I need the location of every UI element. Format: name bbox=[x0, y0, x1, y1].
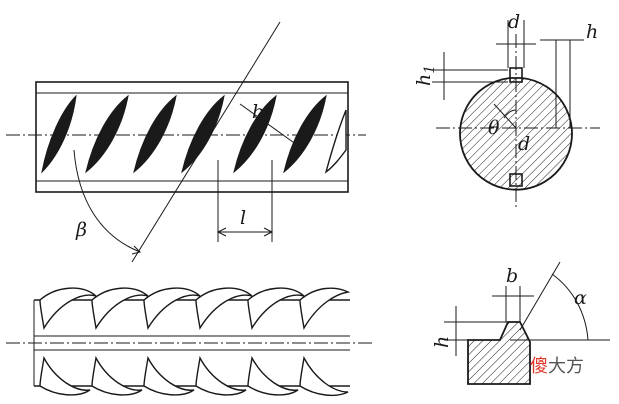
cross-section-view: d h h1 θ d bbox=[413, 11, 600, 210]
rib bbox=[283, 94, 327, 174]
alpha-arc bbox=[551, 273, 589, 341]
bottom-rib-profile bbox=[509, 173, 523, 187]
l-label: l bbox=[240, 207, 246, 229]
rib bbox=[133, 94, 177, 174]
crescent-ribs-upper bbox=[39, 287, 351, 331]
crescent-rib bbox=[39, 287, 97, 330]
rib-half bbox=[324, 109, 347, 174]
diagonal-ribs bbox=[41, 94, 347, 174]
bar-outline bbox=[35, 81, 349, 193]
hatched-rib-profile bbox=[467, 321, 531, 385]
beta-arrowhead bbox=[131, 245, 141, 255]
crescent-rib bbox=[247, 355, 299, 396]
d-center-label: d bbox=[518, 133, 530, 155]
b-profile-label: b bbox=[506, 265, 518, 287]
hatched-section bbox=[459, 77, 573, 191]
side-view-ribbed-bar: β b l bbox=[6, 21, 366, 263]
crescent-rib bbox=[299, 355, 349, 397]
crescent-ribs-lower bbox=[39, 355, 349, 397]
top-rib-profile bbox=[509, 67, 523, 83]
crescent-rib bbox=[299, 287, 351, 331]
theta-label: θ bbox=[488, 117, 500, 139]
watermark-text: 傻大方 bbox=[530, 356, 584, 377]
crescent-rib bbox=[91, 287, 149, 330]
theta-arc bbox=[503, 109, 517, 119]
b-dimension-line bbox=[239, 103, 305, 151]
crescent-rib bbox=[195, 287, 253, 330]
rib-inclination-line bbox=[131, 21, 281, 263]
beta-angle-arc bbox=[73, 149, 141, 253]
crescent-rib bbox=[143, 355, 195, 396]
alpha-label: α bbox=[574, 287, 587, 309]
rib bbox=[85, 94, 129, 174]
rib bbox=[41, 94, 77, 174]
crescent-rib-bar-view bbox=[6, 287, 372, 397]
crescent-rib bbox=[195, 355, 247, 396]
h-profile-label: h bbox=[431, 336, 453, 348]
crescent-rib bbox=[143, 287, 201, 330]
crescent-rib bbox=[39, 355, 91, 396]
rib-profile-view: h b α bbox=[431, 261, 610, 385]
beta-label: β bbox=[75, 219, 87, 241]
rib bbox=[233, 94, 277, 174]
crescent-rib bbox=[247, 287, 305, 330]
h-top-label: h bbox=[586, 21, 598, 43]
d-top-label: d bbox=[508, 11, 520, 33]
watermark: 傻大方 bbox=[530, 356, 584, 377]
crescent-rib bbox=[91, 355, 143, 396]
h1-label: h1 bbox=[413, 65, 438, 86]
alpha-inclined-line bbox=[519, 261, 561, 331]
b-label-top: b bbox=[252, 101, 264, 123]
l-arrowheads bbox=[216, 227, 274, 237]
